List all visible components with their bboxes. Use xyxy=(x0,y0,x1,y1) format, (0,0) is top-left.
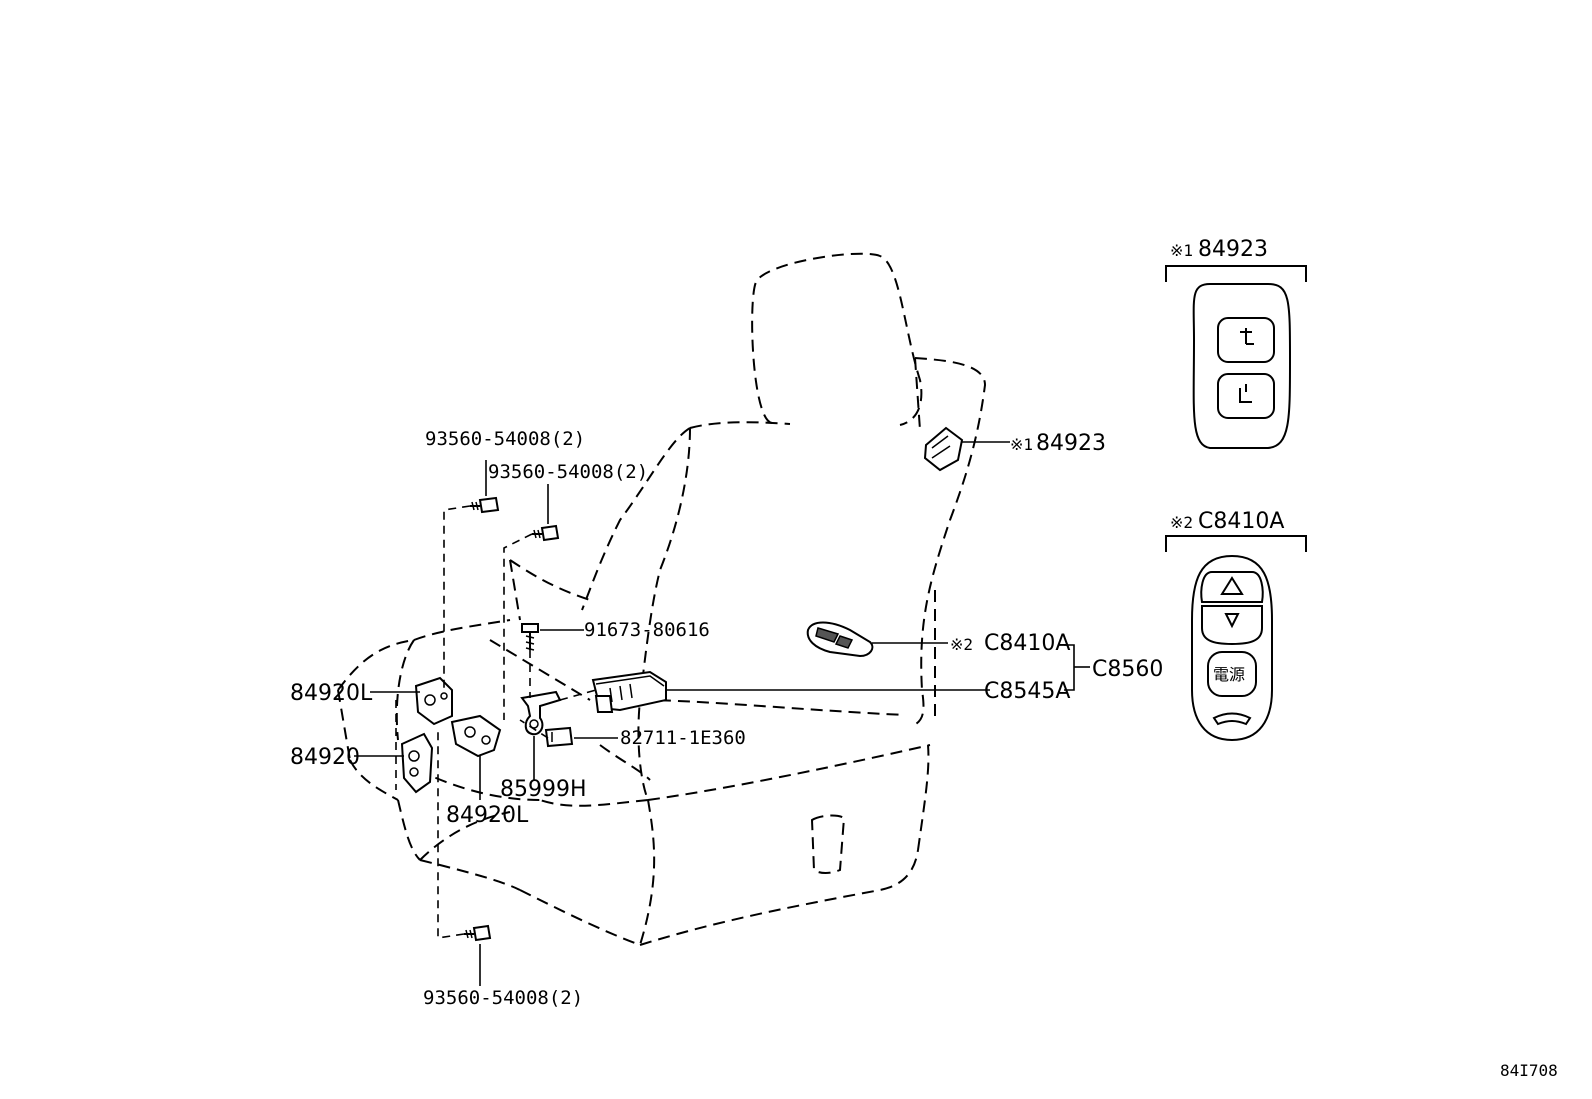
hinge-cover-icon-84920 xyxy=(400,732,434,794)
label-91673: 91673-80616 xyxy=(584,619,710,641)
remote-control-icon xyxy=(806,621,874,658)
seat-outline xyxy=(337,252,987,946)
label-82711: 82711-1E360 xyxy=(620,727,746,749)
screw-icon xyxy=(521,623,539,651)
label-93560-top: 93560-54008(2) xyxy=(425,428,585,450)
bolt-icon-top xyxy=(470,496,500,514)
label-84923: 84923 xyxy=(1036,431,1106,456)
hinge-cover-icon-84920L-upper xyxy=(414,676,453,726)
inset-2-part: C8410A xyxy=(1198,509,1284,534)
inset-C8410A: ※2 C8410A 電源 xyxy=(1165,509,1307,742)
label-93560-mid: 93560-54008(2) xyxy=(488,461,648,483)
leader-lines xyxy=(354,441,1090,986)
bolt-icon-mid xyxy=(532,524,560,542)
remote-button-text: 電源 xyxy=(1213,665,1245,684)
clip-icon xyxy=(544,726,574,748)
label-93560-bottom: 93560-54008(2) xyxy=(423,987,583,1009)
label-84923-mark: ※1 xyxy=(1010,435,1033,454)
connector-icon xyxy=(591,670,667,713)
bracket-icon xyxy=(520,690,562,736)
label-C8560: C8560 xyxy=(1092,657,1163,682)
label-84920L-upper: 84920L xyxy=(290,681,373,706)
inset-2-mark: ※2 xyxy=(1170,513,1193,532)
label-85999H: 85999H xyxy=(500,777,587,802)
hinge-cover-icon-84920L-lower xyxy=(450,714,502,758)
label-84920L-lower: 84920L xyxy=(446,803,529,828)
label-84920: 84920 xyxy=(290,745,360,770)
inset-1-part: 84923 xyxy=(1198,237,1268,262)
label-C8410A: C8410A xyxy=(984,631,1070,656)
label-C8545A: C8545A xyxy=(984,679,1070,704)
diagram-id: 84I708 xyxy=(1500,1061,1558,1080)
bolt-icon-bottom xyxy=(464,924,492,942)
inset-84923: ※1 84923 xyxy=(1165,237,1307,449)
label-C8410A-mark: ※2 xyxy=(950,635,973,654)
seat-switch-icon xyxy=(923,426,964,472)
inset-1-mark: ※1 xyxy=(1170,241,1193,260)
